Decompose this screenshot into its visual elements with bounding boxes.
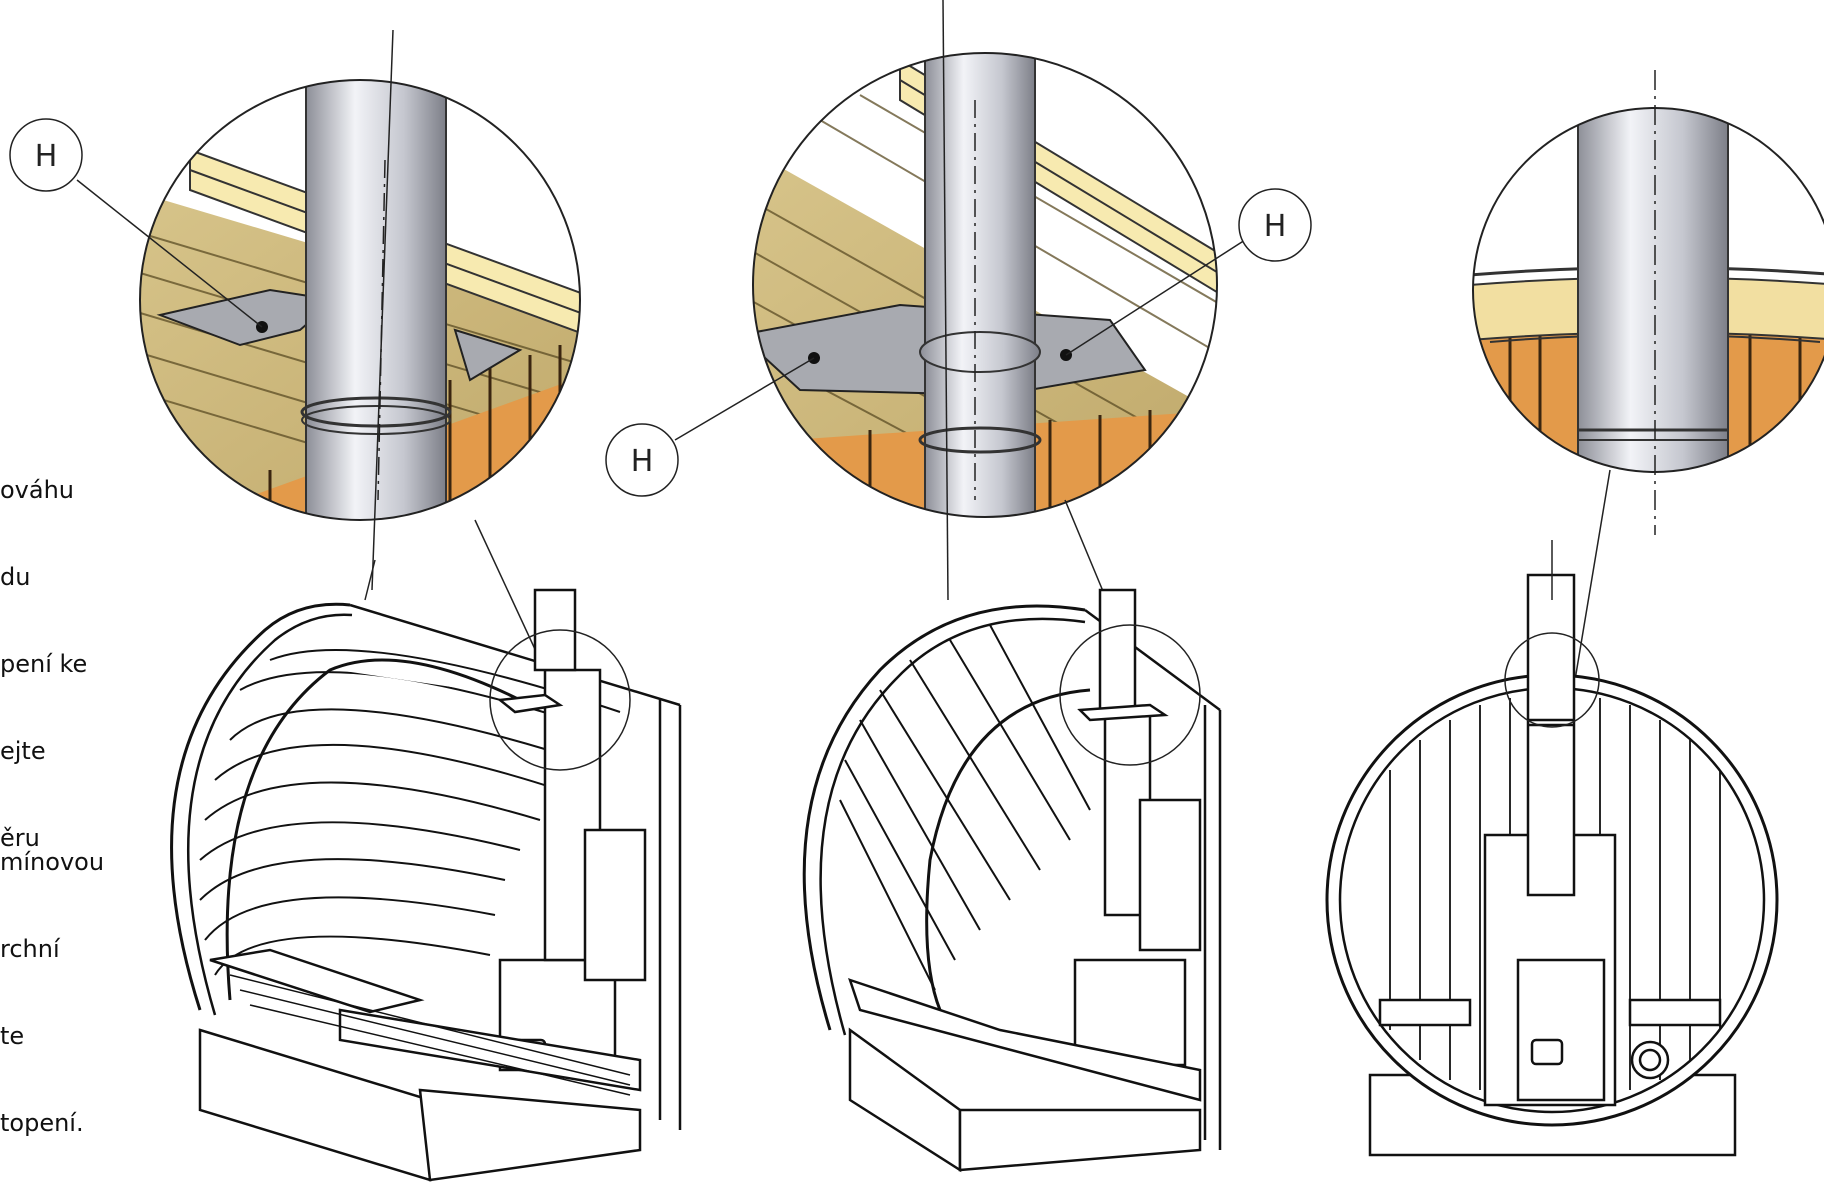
callout-h-2: H <box>1065 188 1312 356</box>
callout-h-1: H <box>9 118 263 328</box>
instruction-text-block-2: mínovou rchní te topení. <box>0 790 104 1196</box>
instruction-line: te <box>0 1022 25 1050</box>
zoom-marker-2 <box>1059 624 1201 766</box>
detail-view-1 <box>139 29 581 591</box>
instruction-line: du <box>0 563 31 591</box>
instruction-line: rchní <box>0 935 60 963</box>
instruction-line: pení ke <box>0 650 88 678</box>
callout-label: H <box>1264 209 1287 244</box>
zoom-marker-1 <box>489 629 631 771</box>
callout-label: H <box>35 139 58 174</box>
callout-label: H <box>631 444 654 479</box>
detail-view-2 <box>752 0 1218 601</box>
instruction-line: mínovou <box>0 848 105 876</box>
sauna-barrel-view-3 <box>1325 573 1779 1157</box>
instruction-text-block-1: ováhu du pení ke ejte ěru <box>0 418 87 911</box>
callout-h-3: H <box>605 357 815 497</box>
detail-view-3 <box>1472 70 1824 535</box>
sauna-barrel-view-2 <box>802 588 1222 1173</box>
instruction-line: topení. <box>0 1109 84 1137</box>
sauna-barrel-view-1 <box>170 588 682 1182</box>
instruction-line: ováhu <box>0 476 75 504</box>
zoom-marker-3 <box>1504 632 1600 728</box>
instruction-line: ěru <box>0 824 40 852</box>
instruction-line: ejte <box>0 737 46 765</box>
